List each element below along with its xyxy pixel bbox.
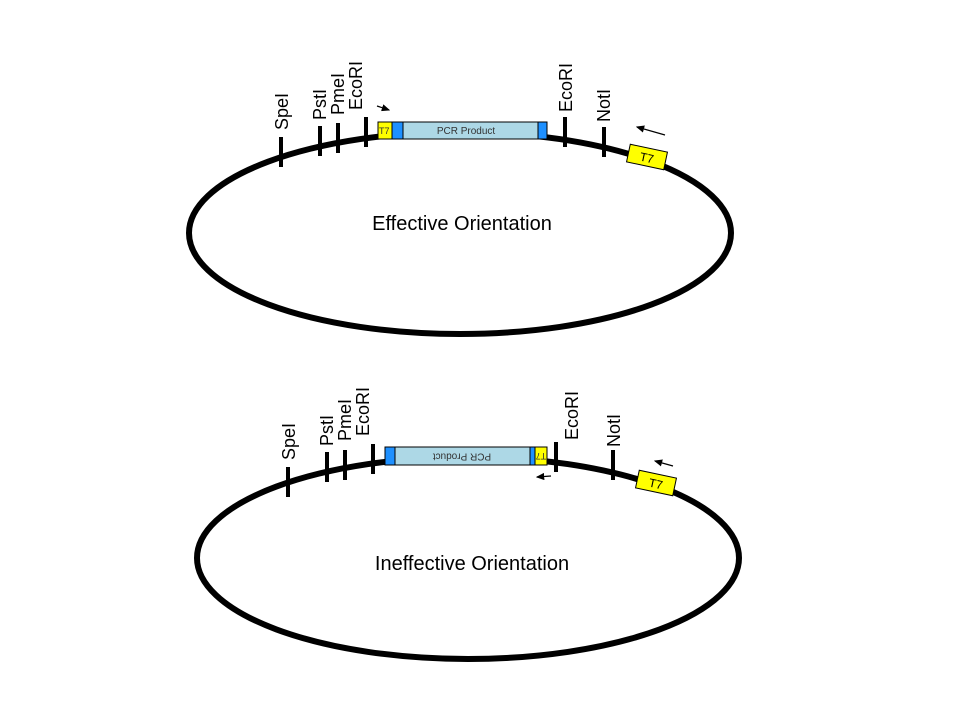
- top-label-pmei: PmeI: [328, 73, 348, 115]
- top-plasmid: SpeI PstI PmeI EcoRI EcoRI NotI T7 PCR P…: [186, 61, 734, 337]
- bottom-label-pmei: PmeI: [335, 399, 355, 441]
- top-label-ecori-1: EcoRI: [346, 61, 366, 110]
- bottom-insert-label: PCR Product: [433, 451, 492, 462]
- bottom-vector-t7-arrow: [653, 459, 674, 467]
- bottom-pcr-insert: PCR Product T7: [384, 446, 552, 481]
- top-vector-t7-label: T7: [638, 150, 655, 167]
- bottom-label-noti: NotI: [604, 414, 624, 447]
- bottom-insert-right-end: [529, 446, 536, 466]
- top-insert-left-end: [391, 121, 404, 140]
- top-insert-right-end: [537, 121, 548, 140]
- top-label-ecori-2: EcoRI: [556, 63, 576, 112]
- bottom-insert-t7-label: T7: [536, 451, 547, 461]
- bottom-vector-t7: T7: [634, 459, 678, 497]
- bottom-label-ecori-1: EcoRI: [353, 387, 373, 436]
- bottom-vector-t7-box: [634, 469, 678, 497]
- top-insert-label: PCR Product: [437, 126, 496, 137]
- top-insert-arrow: [376, 104, 391, 112]
- top-vector-t7: T7: [625, 125, 669, 171]
- top-vector-t7-arrow: [635, 125, 666, 136]
- top-insert-t7-label: T7: [379, 126, 390, 136]
- bottom-insert-t7-box: [534, 446, 548, 466]
- bottom-insert-arrow: [535, 472, 552, 481]
- top-label-spei: SpeI: [272, 93, 292, 130]
- bottom-vector-t7-label: T7: [647, 476, 664, 493]
- top-vector-t7-box: [625, 143, 669, 171]
- top-title: Effective Orientation: [372, 213, 552, 235]
- bottom-label-ecori-2: EcoRI: [562, 391, 582, 440]
- bottom-plasmid: SpeI PstI PmeI EcoRI EcoRI NotI PCR Prod…: [194, 387, 742, 662]
- bottom-label-spei: SpeI: [279, 423, 299, 460]
- bottom-title: Ineffective Orientation: [375, 553, 569, 575]
- top-pcr-insert: T7 PCR Product: [376, 104, 548, 140]
- top-label-psti: PstI: [310, 89, 330, 120]
- top-label-noti: NotI: [594, 89, 614, 122]
- bottom-label-psti: PstI: [317, 415, 337, 446]
- bottom-insert-left-end: [384, 446, 396, 466]
